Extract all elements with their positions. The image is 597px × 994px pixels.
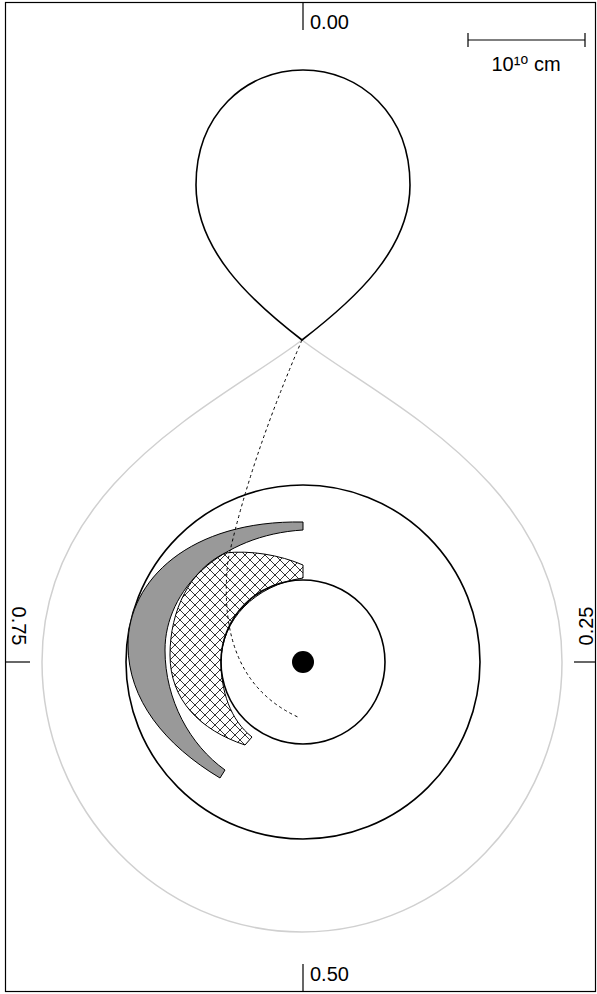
- hatched-region: [170, 552, 303, 745]
- donor-roche-lobe: [196, 70, 410, 340]
- emission-region: [128, 522, 303, 778]
- phase-tick: [6, 661, 30, 662]
- accretor-roche-lobe: [42, 340, 562, 932]
- phase-tick: [302, 964, 303, 991]
- phase-tick: [574, 661, 595, 662]
- phase-tick: [302, 3, 303, 30]
- scale-label: 10¹⁰ cm: [491, 54, 560, 74]
- phase-label: 0.75: [9, 607, 29, 646]
- phase-label: 0.50: [310, 964, 349, 984]
- phase-label: 0.25: [576, 607, 596, 646]
- frame: [6, 3, 596, 992]
- disk-outer-edge: [126, 485, 480, 839]
- white-dwarf: [292, 651, 314, 673]
- stream-trajectory: [226, 340, 302, 718]
- phase-label: 0.00: [310, 12, 349, 32]
- scale-bar: [468, 33, 585, 47]
